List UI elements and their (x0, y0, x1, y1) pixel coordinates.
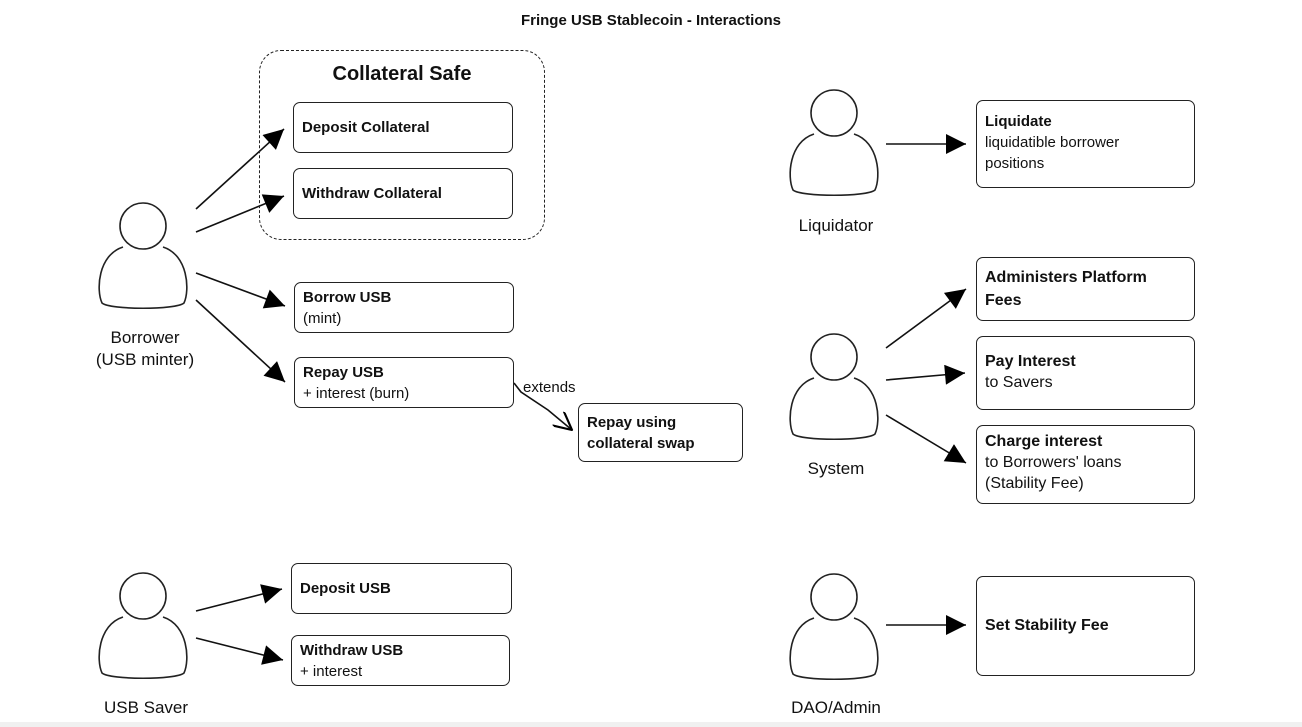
usecase-charge-interest[interactable]: Charge interest to Borrowers' loans (Sta… (976, 425, 1195, 504)
actor-borrower-icon (98, 202, 188, 310)
usecase-title: Borrow USB (303, 288, 392, 306)
collateral-safe-group: Collateral Safe (259, 50, 545, 240)
usecase-subtitle: + interest (300, 662, 363, 680)
usecase-title: Deposit USB (300, 580, 391, 597)
usecase-repay-usb[interactable]: Repay USB + interest (burn) (294, 357, 514, 408)
arrow-extends (513, 382, 572, 430)
actor-label-line2: (USB minter) (95, 350, 195, 369)
actor-borrower-label: Borrower (USB minter) (65, 327, 225, 371)
usecase-title: Repay USB (303, 363, 384, 381)
arrow-system-admin-fees (885, 288, 967, 349)
usecase-subtitle: to Borrowers' loans (985, 454, 1122, 471)
usecase-subtitle: (mint) (303, 309, 342, 327)
usecase-repay-collateral-swap[interactable]: Repay using collateral swap (578, 403, 743, 462)
usecase-withdraw-collateral[interactable]: Withdraw Collateral (293, 168, 513, 219)
usecase-subtitle: + interest (burn) (303, 384, 410, 402)
bottom-strip (0, 722, 1302, 727)
arrow-system-pay-interest (885, 364, 966, 385)
actor-dao-label: DAO/Admin (791, 698, 881, 717)
arrow-borrower-repay-usb (195, 299, 286, 383)
usecase-title: Withdraw Collateral (302, 185, 442, 202)
diagram-title: Fringe USB Stablecoin - Interactions (520, 12, 782, 29)
usecase-subtitle: to Savers (985, 374, 1053, 391)
usecase-deposit-collateral[interactable]: Deposit Collateral (293, 102, 513, 153)
usecase-title: Withdraw USB (300, 641, 404, 659)
usecase-withdraw-usb[interactable]: Withdraw USB + interest (291, 635, 510, 686)
actor-system-icon (789, 333, 879, 441)
usecase-liquidate[interactable]: Liquidate liquidatible borrower position… (976, 100, 1195, 188)
actor-saver-label: USB Saver (103, 698, 189, 717)
usecase-title: Repay using collateral swap (587, 413, 695, 452)
arrow-saver-withdraw-usb (195, 637, 284, 665)
arrow-system-charge-interest (885, 414, 967, 464)
usecase-deposit-usb[interactable]: Deposit USB (291, 563, 512, 614)
usecase-pay-interest[interactable]: Pay Interest to Savers (976, 336, 1195, 410)
usecase-title: Charge interest (985, 433, 1103, 450)
usecase-subtitle-2: (Stability Fee) (985, 475, 1084, 492)
extends-label: extends (523, 379, 576, 396)
actor-system-label: System (807, 459, 865, 478)
actor-dao-icon (789, 573, 879, 681)
actor-liquidator-icon (789, 89, 879, 197)
usecase-title: Administers Platform Fees (985, 269, 1147, 309)
actor-liquidator-label: Liquidator (798, 216, 874, 235)
usecase-borrow-usb[interactable]: Borrow USB (mint) (294, 282, 514, 333)
usecase-title: Pay Interest (985, 353, 1076, 370)
arrow-borrower-borrow-usb (195, 272, 286, 309)
usecase-admin-fees[interactable]: Administers Platform Fees (976, 257, 1195, 321)
arrow-borrower-deposit-collateral (195, 128, 285, 210)
actor-saver-icon (98, 572, 188, 680)
usecase-title: Liquidate (985, 113, 1052, 130)
collateral-safe-title: Collateral Safe (332, 63, 472, 85)
arrow-saver-deposit-usb (195, 584, 283, 612)
usecase-title: Set Stability Fee (985, 617, 1109, 634)
arrow-borrower-withdraw-collateral (195, 194, 285, 233)
usecase-subtitle: liquidatible borrower positions (985, 134, 1120, 172)
actor-label-line1: Borrower (110, 328, 180, 347)
usecase-title: Deposit Collateral (302, 119, 430, 136)
usecase-set-stability-fee[interactable]: Set Stability Fee (976, 576, 1195, 676)
